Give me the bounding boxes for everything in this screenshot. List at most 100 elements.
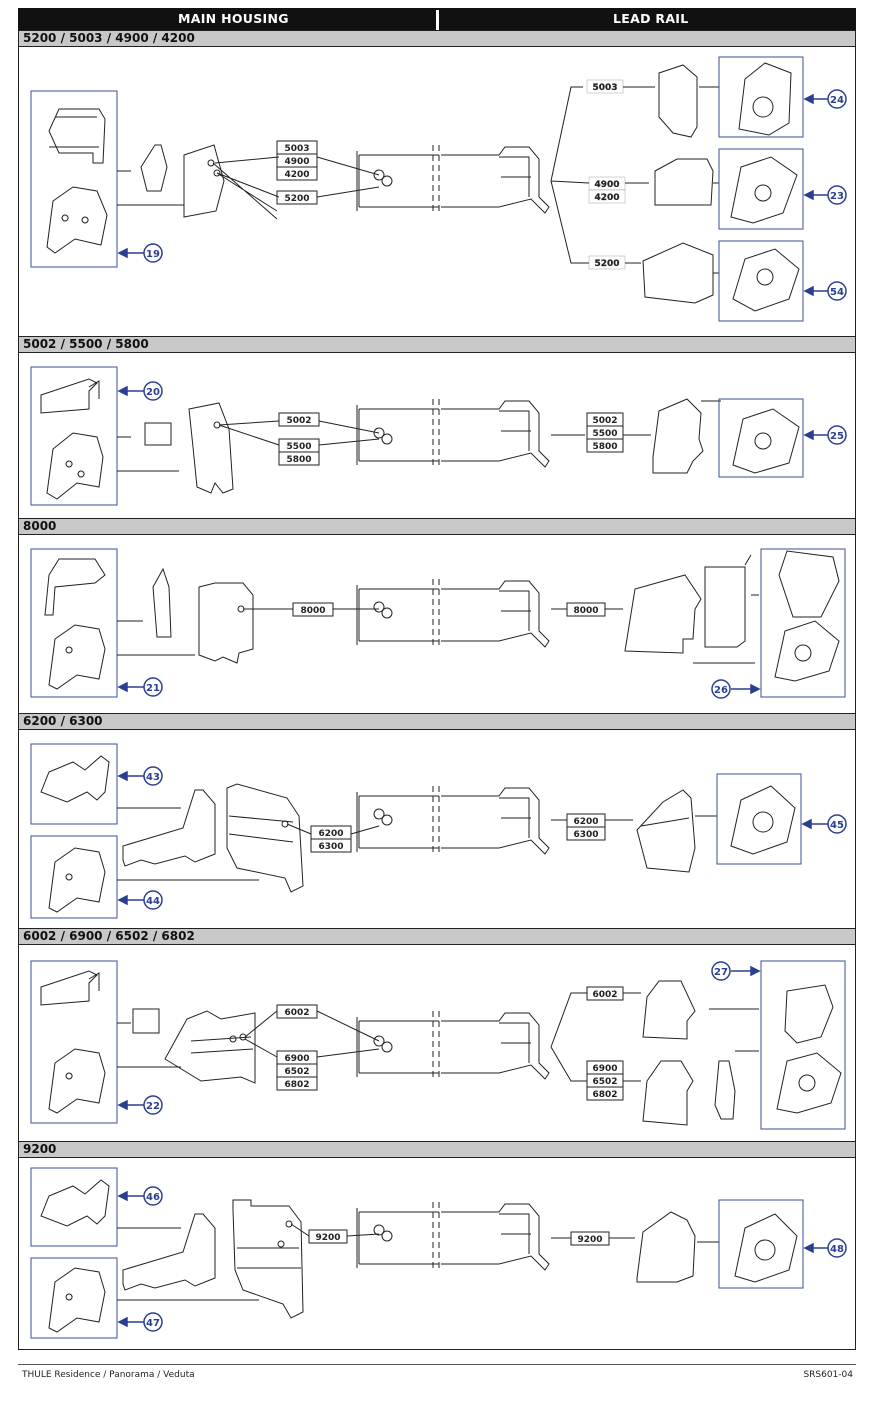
- rail-endcap-5003: [658, 64, 698, 138]
- footer-product-name: THULE Residence / Panorama / Veduta: [22, 1370, 195, 1380]
- rail-endcap: [652, 398, 704, 474]
- guide-block-27b: [776, 1052, 842, 1114]
- label-5200: 5200: [284, 194, 309, 204]
- section-title-bar: 6200 / 6300: [19, 714, 855, 730]
- end-cap-part: [48, 108, 106, 164]
- section-title: 5002 / 5500 / 5800: [23, 337, 149, 351]
- label-8000: 8000: [300, 606, 325, 616]
- label-4200: 4200: [284, 170, 309, 180]
- bracket-part: [46, 186, 108, 254]
- bracket-arm: [122, 1213, 216, 1291]
- label-5500: 5500: [286, 442, 311, 452]
- callout-45: 45: [830, 820, 844, 831]
- guide-block-26b: [774, 620, 840, 682]
- section-diagram: 9200 9200 46 47 48: [30, 1167, 847, 1339]
- rail-label-8000: 8000: [573, 606, 598, 616]
- bracket-part: [48, 624, 106, 690]
- callout-43: 43: [146, 772, 160, 783]
- label-6200: 6200: [318, 829, 343, 839]
- guide-block-27a: [784, 984, 834, 1044]
- callout-19: 19: [146, 249, 160, 260]
- bracket-part-46: [40, 1179, 110, 1227]
- housing-endplate: [164, 1010, 256, 1084]
- housing-endplate: [198, 582, 254, 664]
- rail-endcap: [624, 574, 702, 654]
- bracket-part-44: [48, 847, 106, 913]
- spacer-part: [152, 567, 172, 638]
- guide-block-25: [732, 408, 800, 474]
- header-divider: [436, 10, 439, 30]
- guide-block-45: [730, 785, 796, 855]
- label-9200: 9200: [315, 1233, 340, 1243]
- rail-endcap: [636, 789, 696, 873]
- section-9200-group: 9200: [18, 1141, 856, 1350]
- bracket-part: [48, 1048, 106, 1114]
- section-diagram: 5003 4900 4200 5200 5003 4900 4200 5200 …: [30, 56, 847, 322]
- rail-label-4900: 4900: [594, 180, 619, 190]
- rail-label-9200: 9200: [577, 1235, 602, 1245]
- rail-label-6802: 6802: [592, 1090, 617, 1100]
- housing-endplate: [188, 402, 234, 494]
- bracket-arm: [122, 789, 216, 867]
- guide-block-23: [730, 156, 798, 224]
- rail-label-6900: 6900: [592, 1064, 617, 1074]
- guide-block-26a: [778, 550, 840, 618]
- section-title: 5200 / 5003 / 4900 / 4200: [23, 31, 195, 45]
- callout-27: 27: [714, 967, 728, 978]
- spacer-part: [144, 422, 172, 446]
- guide-block-54: [732, 248, 800, 312]
- main-housing-header: MAIN HOUSING: [178, 11, 289, 26]
- section-diagram: 6200 6300 6200 6300 43 44 45: [30, 743, 847, 919]
- rail-endcap-6002: [642, 980, 696, 1040]
- rail-endcap-6900: [642, 1060, 694, 1126]
- section-6200-group: 6200 / 6300: [18, 713, 856, 929]
- section-8000-group: 8000: [18, 518, 856, 714]
- section-title-bar: 5200 / 5003 / 4900 / 4200: [19, 31, 855, 47]
- callout-21: 21: [146, 683, 160, 694]
- callout-24: 24: [830, 95, 844, 106]
- label-6802: 6802: [284, 1080, 309, 1090]
- housing-profile: [356, 151, 439, 211]
- callout-20: 20: [146, 387, 160, 398]
- callout-48: 48: [830, 1244, 844, 1255]
- section-title-bar: 9200: [19, 1142, 855, 1158]
- label-6502: 6502: [284, 1067, 309, 1077]
- rail-label-5003: 5003: [592, 83, 617, 93]
- section-diagram: 6002 6900 6502 6802 6002 6900 6502 6802 …: [30, 960, 846, 1130]
- rail-label-5500: 5500: [592, 429, 617, 439]
- rail-insert: [714, 1060, 736, 1120]
- rail-label-6502: 6502: [592, 1077, 617, 1087]
- callout-54: 54: [830, 287, 844, 298]
- guide-block-48: [734, 1213, 798, 1283]
- label-6900: 6900: [284, 1054, 309, 1064]
- section-title: 6002 / 6900 / 6502 / 6802: [23, 929, 195, 943]
- callout-46: 46: [146, 1192, 160, 1203]
- housing-endplate: [232, 1199, 304, 1319]
- section-title: 8000: [23, 519, 57, 533]
- bracket-part: [46, 432, 104, 500]
- spacer-part: [132, 1008, 160, 1034]
- footer-doc-code: SRS601-04: [803, 1370, 853, 1380]
- rail-endcap-4900: [654, 158, 714, 206]
- lead-rail-header: LEAD RAIL: [613, 11, 689, 26]
- rail-label-6200: 6200: [573, 817, 598, 827]
- housing-endplate: [226, 783, 304, 893]
- label-5002: 5002: [286, 416, 311, 426]
- lead-rail-profile: [441, 146, 550, 214]
- spacer-part: [140, 144, 168, 192]
- label-5003: 5003: [284, 144, 309, 154]
- section-diagram: 5002 5500 5800 5002 5500 5800 20 25: [30, 366, 847, 506]
- section-title: 9200: [23, 1142, 57, 1156]
- rail-endcap-5200: [642, 242, 714, 304]
- section-title-bar: 8000: [19, 519, 855, 535]
- label-6002: 6002: [284, 1008, 309, 1018]
- rail-label-6002: 6002: [592, 990, 617, 1000]
- end-cap-part: [40, 378, 100, 414]
- label-6300: 6300: [318, 842, 343, 852]
- rail-label-5200: 5200: [594, 259, 619, 269]
- footer-rule: [18, 1364, 856, 1365]
- section-title-bar: 6002 / 6900 / 6502 / 6802: [19, 929, 855, 945]
- section-5002-group: 5002 / 5500 / 5800: [18, 336, 856, 519]
- section-diagram: 8000 8000 21 26: [30, 548, 846, 699]
- rail-label-5800: 5800: [592, 442, 617, 452]
